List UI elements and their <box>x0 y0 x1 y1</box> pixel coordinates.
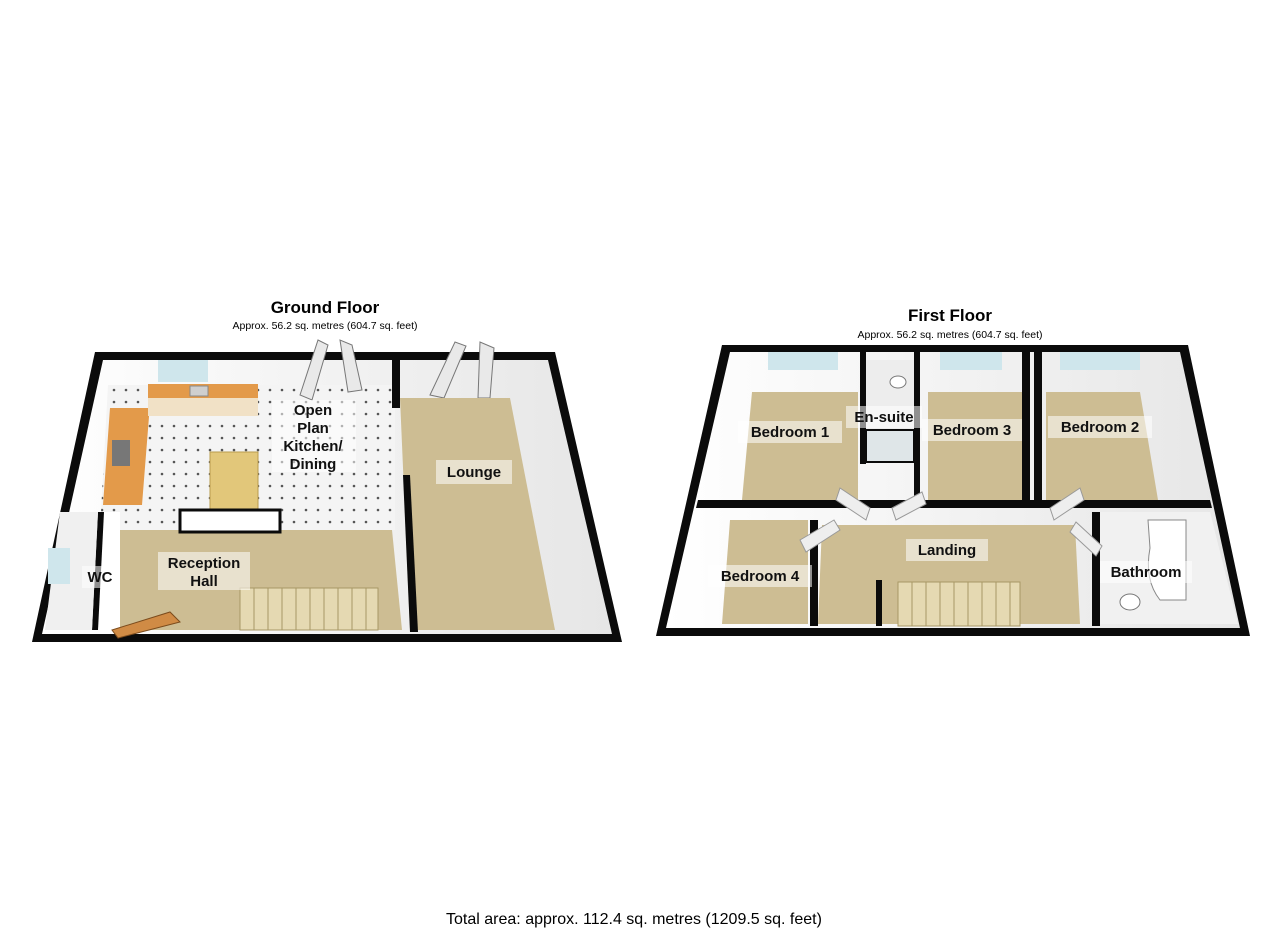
kitchen-label: Open Plan Kitchen/ Dining <box>272 400 356 473</box>
bedroom4-label: Bedroom 4 <box>708 565 812 587</box>
total-area: Total area: approx. 112.4 sq. metres (12… <box>446 911 822 928</box>
bedroom1-door <box>835 487 871 521</box>
kitchen-window <box>158 360 208 382</box>
ensuite-toilet <box>889 375 907 389</box>
bedroom3-window <box>940 352 1002 370</box>
bedroom1-floor <box>742 392 858 500</box>
kitchen-label-line-3: Kitchen/ <box>283 438 343 455</box>
first-floor-plan <box>656 345 1250 636</box>
kitchen-island <box>209 451 259 511</box>
ground-stairs <box>239 587 379 631</box>
wc-label: WC <box>82 566 118 588</box>
bedroom1-label-text: Bedroom 1 <box>751 424 829 441</box>
kitchen-worktop <box>103 384 258 505</box>
reception-label: Reception Hall <box>158 552 250 590</box>
bedroom1-label: Bedroom 1 <box>738 421 842 443</box>
bedroom4-label-text: Bedroom 4 <box>721 568 800 585</box>
bathroom-toilet <box>1119 593 1141 611</box>
bath <box>1147 519 1187 601</box>
kitchen-label-line-4: Dining <box>290 456 337 473</box>
kitchen-label-line-1: Open <box>294 402 332 419</box>
ensuite-shower <box>865 429 915 463</box>
bedroom4-door <box>799 519 841 553</box>
bathroom-label: Bathroom <box>1100 561 1192 583</box>
bedroom3-label-text: Bedroom 3 <box>933 422 1011 439</box>
lounge-floor <box>400 398 555 630</box>
french-door-left <box>299 339 329 401</box>
bedroom2-label-text: Bedroom 2 <box>1061 419 1139 436</box>
bedroom3-door <box>891 491 927 521</box>
front-door <box>111 611 181 639</box>
bedroom2-window <box>1060 352 1140 370</box>
wc-room <box>45 512 98 630</box>
landing-label: Landing <box>906 539 988 561</box>
sink <box>189 385 209 397</box>
reception-label-line-2: Hall <box>190 573 218 590</box>
bathroom-door <box>1069 521 1103 557</box>
lounge-label: Lounge <box>436 460 512 484</box>
hob <box>112 440 130 466</box>
wc-label-text: WC <box>88 569 113 586</box>
bedroom3-floor <box>928 392 1022 500</box>
first-floor-title: First Floor <box>908 306 992 325</box>
landing-label-text: Landing <box>918 542 976 559</box>
lounge-door-left <box>429 341 467 399</box>
cupboards <box>148 398 258 416</box>
ground-floor-plan <box>32 339 622 642</box>
kitchen-label-line-2: Plan <box>297 420 329 437</box>
ground-floor-area: Approx. 56.2 sq. metres (604.7 sq. feet) <box>232 320 417 332</box>
ground-floor-title: Ground Floor <box>271 298 380 317</box>
reception-label-line-1: Reception <box>168 555 241 572</box>
bedroom2-floor <box>1046 392 1158 500</box>
ensuite-label-text: En-suite <box>854 409 913 426</box>
first-floor-area: Approx. 56.2 sq. metres (604.7 sq. feet) <box>857 329 1042 341</box>
bedroom1-window <box>768 352 838 370</box>
bedroom2-door <box>1049 487 1085 521</box>
first-stairs <box>897 581 1021 627</box>
bathroom-label-text: Bathroom <box>1111 564 1182 581</box>
french-door-right <box>339 339 363 393</box>
ensuite-label: En-suite <box>846 406 922 428</box>
lounge-label-text: Lounge <box>447 464 501 481</box>
bedroom2-label: Bedroom 2 <box>1048 416 1152 438</box>
bedroom3-label: Bedroom 3 <box>922 419 1022 441</box>
wc-window <box>48 548 70 584</box>
